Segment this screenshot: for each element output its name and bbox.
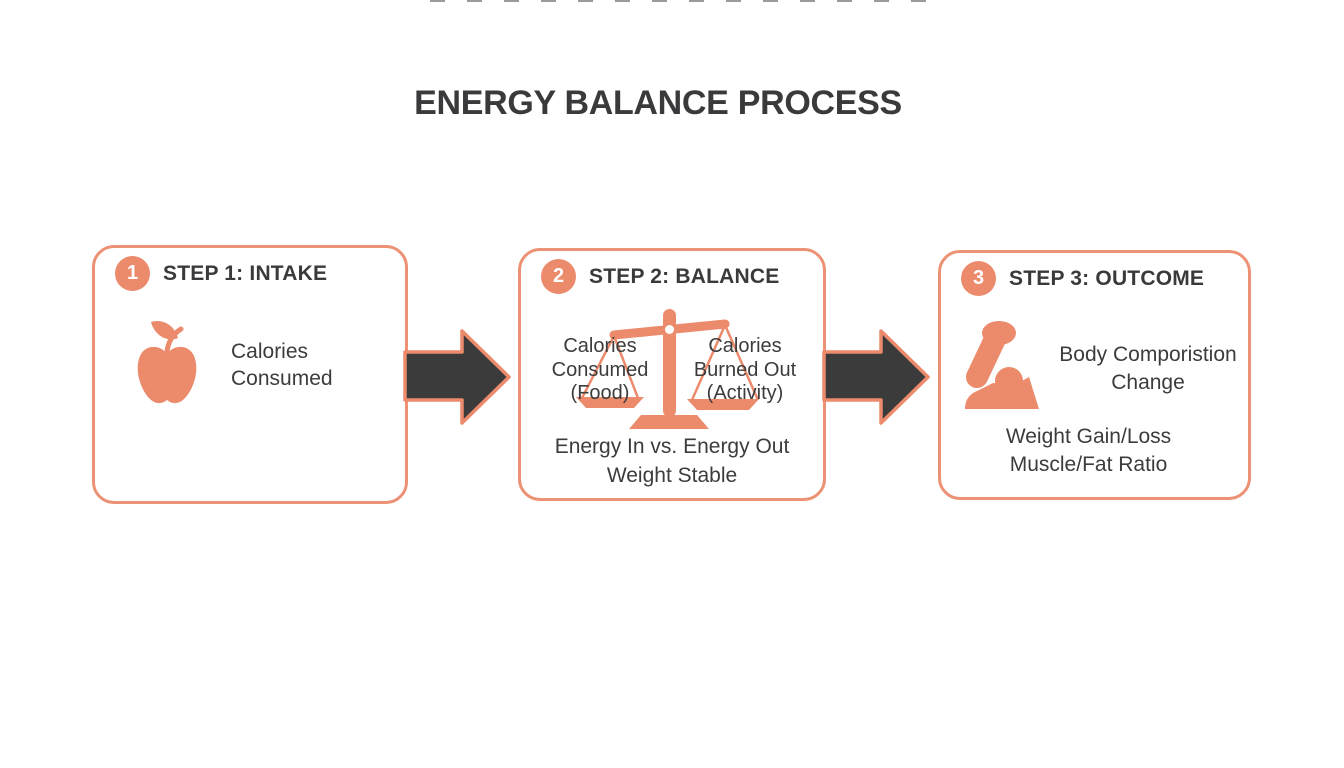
step-1-number-badge: 1	[115, 256, 150, 291]
balance-scale-icon	[569, 307, 769, 430]
step-3-caption-weight: Weight Gain/Loss	[1005, 425, 1172, 448]
diagram-title: ENERGY BALANCE PROCESS	[414, 84, 902, 122]
step-3-caption-muscle: Muscle/Fat Ratio	[1009, 453, 1168, 476]
arrow-step1-step2-icon	[403, 329, 513, 425]
top-edge-cropped-text-artifact	[430, 0, 935, 2]
step-2-right-pan-label: Calories Burned Out (Activity)	[693, 335, 797, 404]
step-1-title: STEP 1: INTAKE	[163, 261, 328, 285]
step-3-title: STEP 3: OUTCOME	[1009, 266, 1205, 290]
step-2-caption-weight: Weight Stable	[606, 464, 738, 487]
step-1-header: 1 STEP 1: INTAKE	[115, 256, 327, 291]
step-2-title: STEP 2: BALANCE	[589, 264, 780, 288]
step-1-card: 1 STEP 1: INTAKE Calories Consumed	[92, 245, 408, 504]
arrow-step2-step3-icon	[822, 329, 932, 425]
step-2-header: 2 STEP 2: BALANCE	[541, 259, 779, 294]
step-2-number-badge: 2	[541, 259, 576, 294]
step-1-label: Calories Consumed	[231, 340, 333, 390]
step-3-number-badge: 3	[961, 261, 996, 296]
step-3-label: Body Comporistion Change	[1059, 343, 1237, 394]
bicep-icon	[959, 319, 1045, 411]
step-2-caption-energy: Energy In vs. Energy Out	[554, 435, 790, 458]
step-2-left-pan-label: Calories Consumed (Food)	[551, 335, 649, 404]
step-3-header: 3 STEP 3: OUTCOME	[961, 261, 1204, 296]
step-2-card: 2 STEP 2: BALANCE Calories Consumed (Foo…	[518, 248, 826, 501]
apple-icon	[133, 318, 201, 408]
step-3-card: 3 STEP 3: OUTCOME Body Comporistion Chan…	[938, 250, 1251, 500]
